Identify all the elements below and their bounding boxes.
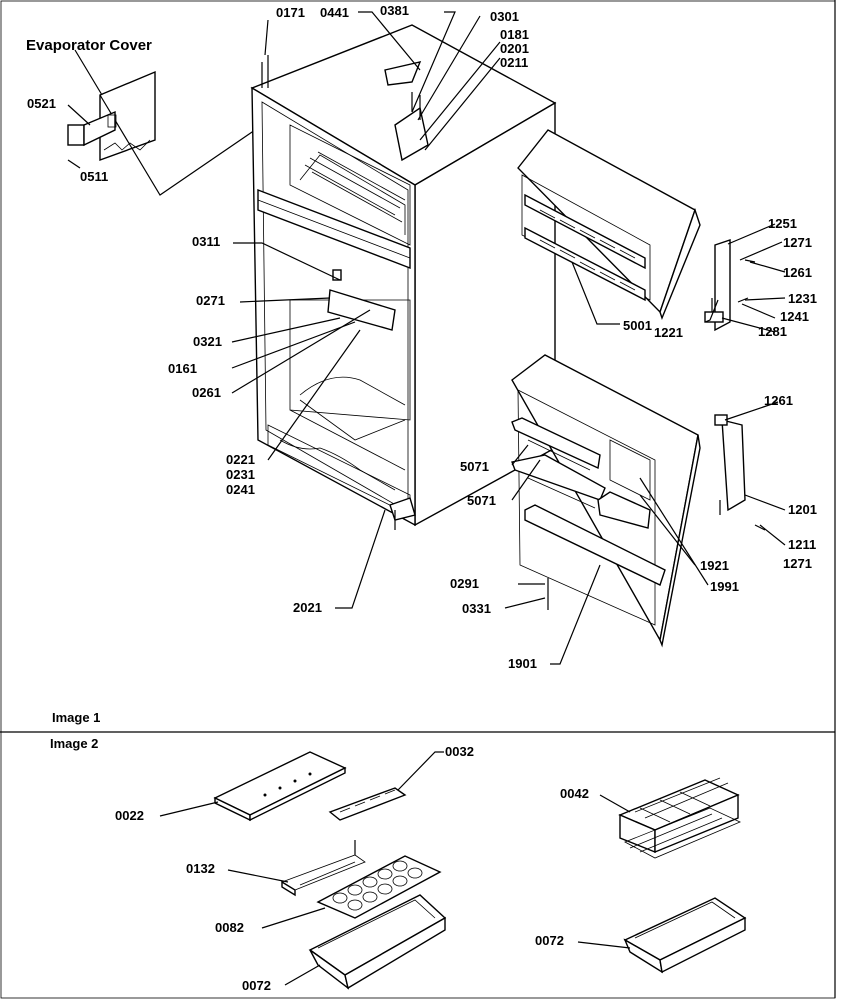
- part-label-1241: 1241: [780, 309, 809, 324]
- part-label-1991: 1991: [710, 579, 739, 594]
- part-label-1271-fresh-food: 1271: [783, 556, 812, 571]
- image-2-caption: Image 2: [50, 736, 98, 751]
- part-label-0032: 0032: [445, 744, 474, 759]
- egg-tray: [316, 855, 442, 919]
- ice-rack: [618, 777, 741, 859]
- part-label-0201: 0201: [500, 41, 529, 56]
- part-label-1201: 1201: [788, 502, 817, 517]
- evaporator-cover-label: Evaporator Cover: [26, 37, 152, 54]
- part-label-1261-freezer: 1261: [783, 265, 812, 280]
- part-label-0132: 0132: [186, 861, 215, 876]
- freezer-hinge-parts: [704, 239, 756, 332]
- part-label-0441: 0441: [320, 5, 349, 20]
- part-label-0301: 0301: [490, 9, 519, 24]
- part-label-1261-fresh-food: 1261: [764, 393, 793, 408]
- part-label-0241: 0241: [226, 482, 255, 497]
- part-label-0381: 0381: [380, 3, 409, 18]
- part-label-0331: 0331: [462, 601, 491, 616]
- part-label-1251: 1251: [768, 216, 797, 231]
- part-label-1901: 1901: [508, 656, 537, 671]
- part-label-0511: 0511: [80, 169, 108, 184]
- part-label-0261: 0261: [192, 385, 221, 400]
- evaporator-cover: [67, 70, 256, 196]
- part-label-0161: 0161: [168, 361, 197, 376]
- fresh-food-hinge-parts: [714, 414, 766, 531]
- part-label-1921: 1921: [700, 558, 729, 573]
- part-label-0521: 0521: [27, 96, 56, 111]
- part-label-0072-left: 0072: [242, 978, 271, 993]
- part-label-0211: 0211: [500, 55, 528, 70]
- part-label-5071-lower: 5071: [467, 493, 496, 508]
- part-label-1281: 1281: [758, 324, 787, 339]
- part-label-1211: 1211: [788, 537, 816, 552]
- fresh-food-door: [511, 354, 701, 648]
- part-label-2021: 2021: [293, 600, 322, 615]
- part-label-0271: 0271: [196, 293, 225, 308]
- part-label-0181: 0181: [500, 27, 529, 42]
- part-label-1231: 1231: [788, 291, 817, 306]
- storage-bin-left: [308, 894, 447, 990]
- part-label-0042: 0042: [560, 786, 589, 801]
- part-label-0221: 0221: [226, 452, 255, 467]
- image-1-caption: Image 1: [52, 710, 100, 725]
- part-label-1271-freezer: 1271: [783, 235, 812, 250]
- ice-tray-cover: [213, 751, 347, 822]
- part-label-0171: 0171: [276, 5, 305, 20]
- part-label-0231: 0231: [226, 467, 255, 482]
- part-label-0022: 0022: [115, 808, 144, 823]
- leader-lines-image1: [67, 11, 786, 665]
- part-label-1221: 1221: [654, 325, 683, 340]
- part-label-5001: 5001: [623, 318, 652, 333]
- freezer-door: [517, 129, 701, 321]
- part-label-0082: 0082: [215, 920, 244, 935]
- storage-bin-right: [623, 897, 747, 974]
- part-label-0072-right: 0072: [535, 933, 564, 948]
- part-label-0321: 0321: [193, 334, 222, 349]
- part-label-0291: 0291: [450, 576, 479, 591]
- egg-tray-frame: [281, 840, 366, 897]
- part-label-5071-upper: 5071: [460, 459, 489, 474]
- part-label-0311: 0311: [192, 234, 220, 249]
- leader-lines-image2: [159, 751, 631, 986]
- refrigerator-cabinet: [250, 24, 557, 530]
- ice-tray: [328, 787, 407, 821]
